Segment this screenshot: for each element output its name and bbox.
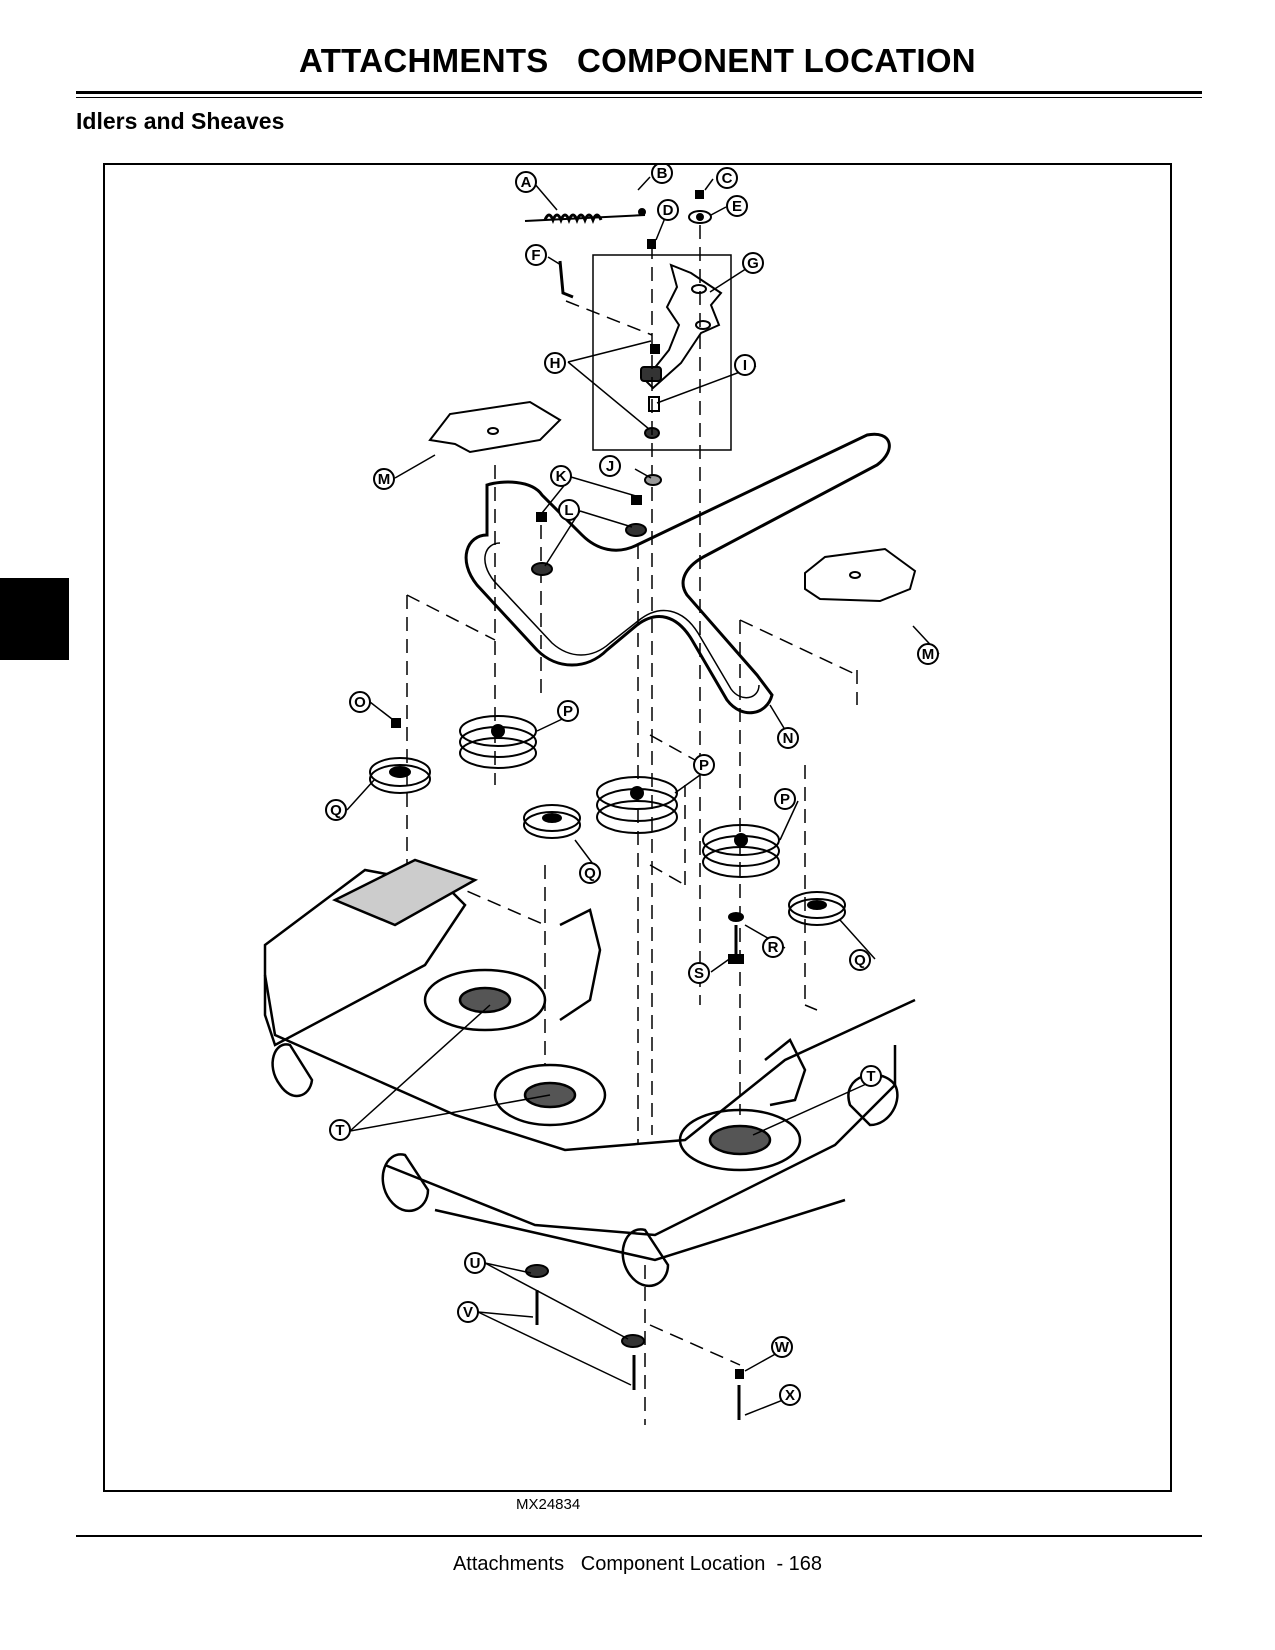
callout-p-right: P [780,791,790,808]
callout-p-center: P [699,757,709,774]
idler-pulley-parts [369,718,846,926]
callout-q-center: Q [584,865,596,882]
callout-p-left: P [563,703,573,720]
callout-o: O [354,694,366,711]
callout-t-left: T [335,1122,344,1139]
page-title: ATTACHMENTS COMPONENT LOCATION [299,42,976,79]
idler-hardware-parts [531,474,662,576]
callout-m-left: M [378,471,391,488]
callout-i: I [743,357,747,374]
callout-r: R [768,939,779,956]
callout-f: F [531,247,540,264]
chapter-tab-marker [0,578,69,660]
callout-q-right: Q [854,952,866,969]
belt-shield-part [428,400,917,603]
callout-g: G [747,255,759,272]
page-footer: Attachments Component Location - 168 [452,1553,823,1575]
idler-arm-detail-box [592,254,732,451]
drive-belt-part [464,432,891,715]
bolt-spacer-parts [728,912,744,964]
assembly-guide-lines [406,225,858,1425]
callout-d: D [663,202,674,219]
exploded-view-diagram: A B C D E F G H I J K L M M N O P P P Q … [263,165,940,1425]
figure-id: MX24834 [516,1496,581,1513]
footer-rule [76,1535,1202,1537]
nut-washer-parts [647,190,712,249]
idler-arm-part [640,263,723,439]
callout-n: N [783,730,794,747]
callout-h: H [550,355,561,372]
callout-t-right: T [866,1068,875,1085]
lower-hardware-parts [525,1264,744,1420]
mower-deck-part [263,858,916,1287]
callout-circles [325,165,939,1406]
callout-e: E [732,198,742,215]
callout-leader-lines [346,176,940,1416]
section-title: Idlers and Sheaves [76,108,285,134]
callout-a: A [521,174,532,191]
callout-l: L [564,502,573,519]
pin-part [558,260,574,299]
callout-s: S [694,965,704,982]
header-rule-thin [76,97,1202,98]
spring-part [524,208,646,225]
callout-letters: A B C D E F G H I J K L M M N O P P P Q … [330,165,934,1404]
callout-c: C [722,170,733,187]
callout-v: V [463,1304,473,1321]
figure-frame [103,163,1172,1492]
callout-m-right: M [922,646,935,663]
callout-b: B [657,165,668,182]
callout-j: J [606,458,614,475]
callout-k: K [556,468,567,485]
callout-q-left: Q [330,802,342,819]
header-rule [76,91,1202,94]
callout-w: W [775,1339,790,1356]
callout-x: X [785,1387,795,1404]
drive-sheave-parts [459,715,780,878]
callout-u: U [470,1255,481,1272]
